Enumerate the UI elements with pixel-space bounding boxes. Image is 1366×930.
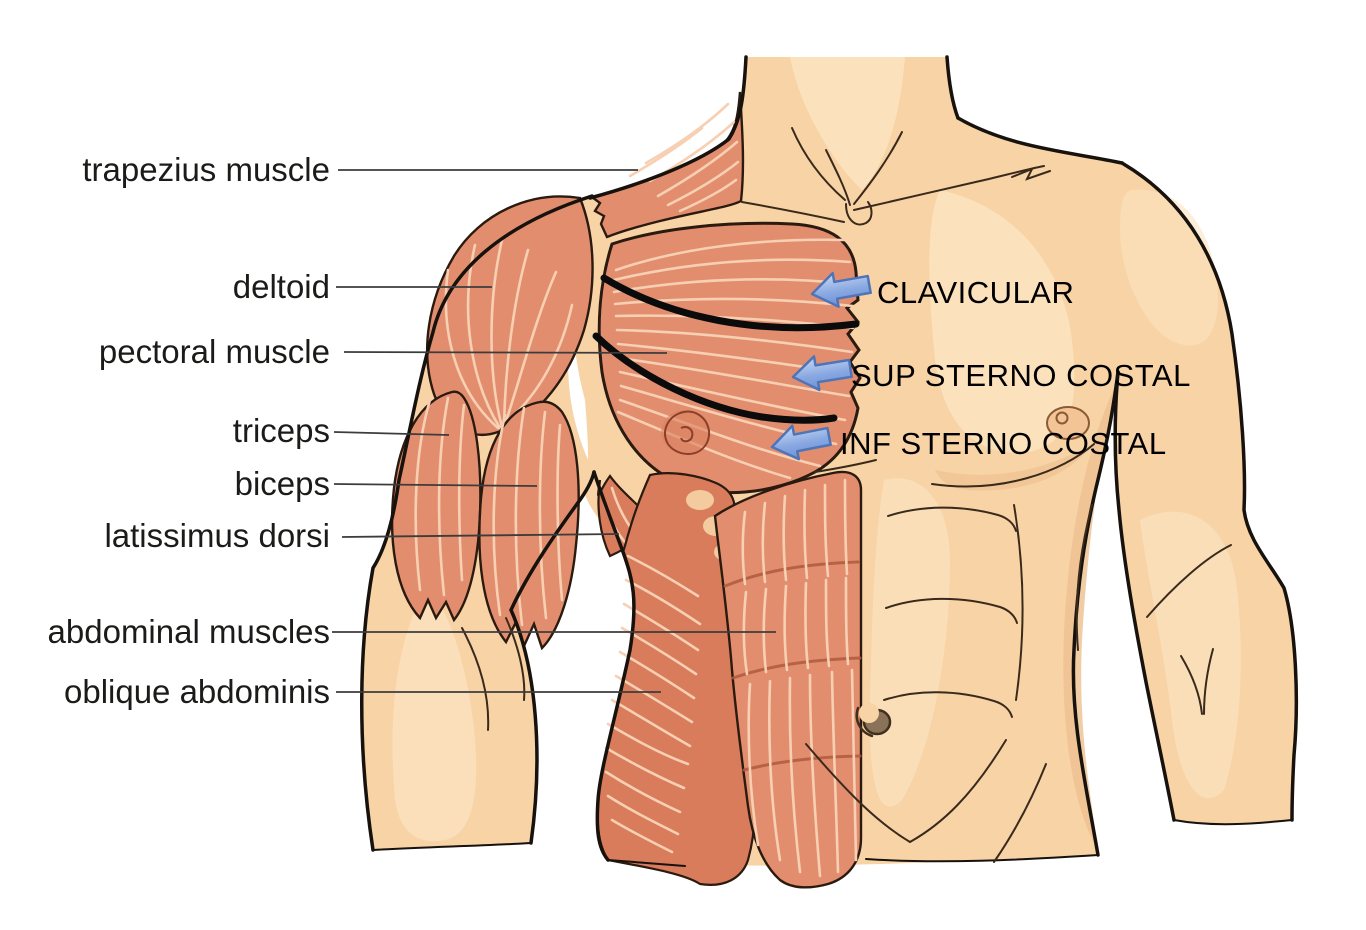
- label-clavicular: CLAVICULAR: [877, 275, 1075, 310]
- arrow-left-icon: [791, 355, 853, 392]
- label-inf-sterno-costal: INF STERNO COSTAL: [840, 426, 1167, 461]
- abdominal-muscles-shape: [713, 470, 863, 889]
- label-trapezius-muscle: trapezius muscle: [82, 151, 330, 188]
- label-oblique-abdominis: oblique abdominis: [63, 673, 330, 710]
- triceps-shape: [390, 390, 482, 623]
- pectoral-section-dividers: [592, 274, 860, 424]
- skin-contours: [461, 127, 1232, 863]
- leader-lines: [332, 169, 776, 693]
- body-outline: [359, 55, 1299, 867]
- divider-clavicular: [600, 274, 860, 332]
- navel: [855, 703, 892, 738]
- label-latissimus-dorsi: latissimus dorsi: [104, 517, 330, 554]
- label-deltoid: deltoid: [232, 268, 330, 305]
- leader-biceps: [333, 483, 538, 487]
- biceps-shape: [478, 400, 580, 651]
- nipple-right: [1046, 406, 1090, 440]
- label-triceps: triceps: [232, 412, 330, 449]
- divider-sterno-costal: [592, 332, 838, 424]
- label-biceps: biceps: [234, 465, 330, 502]
- nipple-left: [661, 410, 711, 456]
- pointer-arrows: [770, 271, 872, 461]
- label-pectoral-muscle: pectoral muscle: [98, 333, 330, 370]
- label-abdominal-muscles: abdominal muscles: [47, 613, 330, 650]
- skin-shading: [392, 57, 1241, 860]
- trapezius-muscle-shape: [589, 91, 745, 239]
- leader-triceps: [333, 431, 450, 436]
- leader-latissimus: [341, 533, 620, 538]
- arrow-left-icon: [770, 424, 832, 461]
- label-sup-sterno-costal: SUP STERNO COSTAL: [851, 358, 1191, 393]
- pectoral-muscle-shape: [597, 221, 862, 495]
- leader-pectoral: [343, 351, 668, 354]
- arrow-left-icon: [810, 271, 872, 308]
